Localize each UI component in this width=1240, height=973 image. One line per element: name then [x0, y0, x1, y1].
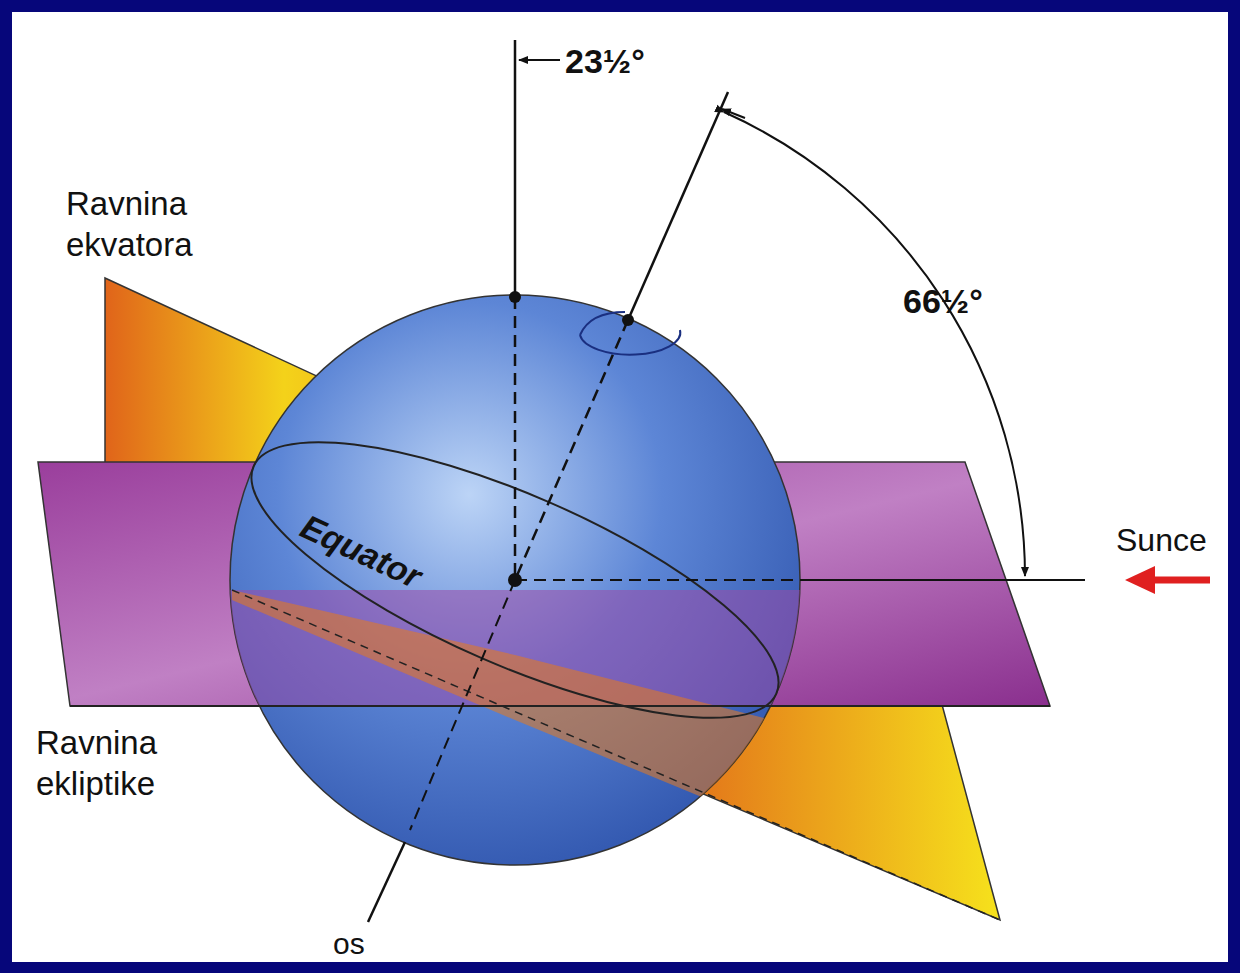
plane-label: Ravnina ekliptike — [36, 722, 256, 805]
axis-label: os — [333, 925, 365, 963]
sun-label: Sunce — [1116, 520, 1207, 560]
angle-label: 23½° — [565, 40, 645, 83]
plane-label: Ravnina ekvatora — [66, 183, 266, 266]
angle-label: 66½° — [903, 280, 983, 323]
